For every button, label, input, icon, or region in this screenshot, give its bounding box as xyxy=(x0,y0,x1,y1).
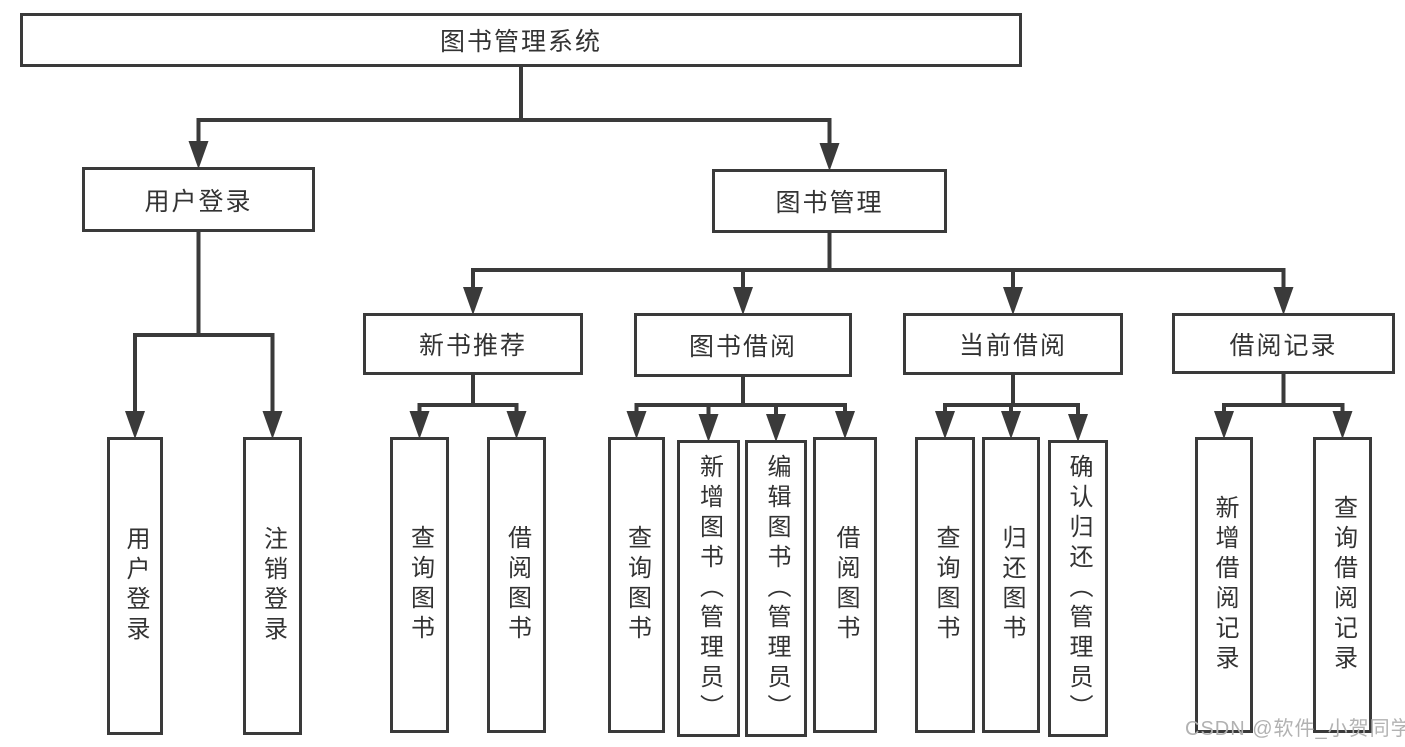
node-bb-borrow: 借阅图书 xyxy=(813,437,877,733)
node-br-add: 新增借阅记录 xyxy=(1195,437,1253,733)
node-cb-confirm: 确认归还（管理员） xyxy=(1048,440,1108,737)
csdn-watermark: CSDN @软件_小贺同学 xyxy=(1185,718,1405,740)
node-root: 图书管理系统 xyxy=(20,13,1022,67)
node-current-borrow: 当前借阅 xyxy=(903,313,1123,375)
node-nb-query: 查询图书 xyxy=(390,437,449,733)
node-logout-sub: 注销登录 xyxy=(243,437,302,735)
node-bb-add: 新增图书（管理员） xyxy=(677,440,740,737)
node-user-login: 用户登录 xyxy=(82,167,315,232)
node-login-sub: 用户登录 xyxy=(107,437,163,735)
node-bb-edit: 编辑图书（管理员） xyxy=(745,440,807,737)
node-bb-query: 查询图书 xyxy=(608,437,665,733)
node-br-query: 查询借阅记录 xyxy=(1313,437,1372,733)
node-cb-return: 归还图书 xyxy=(982,437,1040,733)
node-book-borrow: 图书借阅 xyxy=(634,313,852,377)
node-book-mgmt: 图书管理 xyxy=(712,169,947,233)
node-new-books: 新书推荐 xyxy=(363,313,583,375)
node-borrow-records: 借阅记录 xyxy=(1172,313,1395,374)
node-cb-query: 查询图书 xyxy=(915,437,975,733)
node-nb-borrow: 借阅图书 xyxy=(487,437,546,733)
